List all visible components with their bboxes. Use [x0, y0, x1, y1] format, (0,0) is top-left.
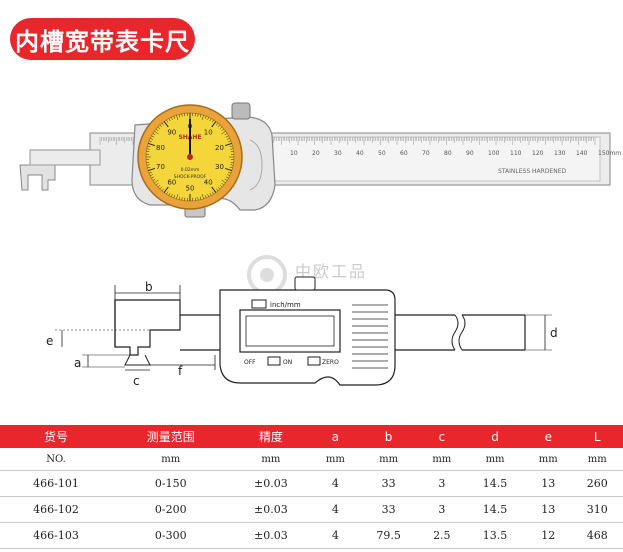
- inch-mm-label: inch/mm: [270, 301, 301, 309]
- table-cell: 12: [525, 522, 572, 549]
- table-header-row: 货号 测量范围 精度 a b c d e L: [0, 425, 623, 448]
- table-cell: 3: [418, 496, 466, 523]
- scale-mark-label: 40: [356, 150, 364, 157]
- table-cell: 2.5: [418, 522, 466, 549]
- dial-number: 30: [215, 163, 224, 171]
- unit-row: NO. mm mm mm mm mm mm mm mm: [0, 448, 623, 471]
- unit-cell: mm: [111, 448, 230, 471]
- table-cell: 13: [525, 470, 572, 497]
- unit-cell: NO.: [0, 448, 112, 471]
- table-cell: 14.5: [465, 470, 526, 497]
- dial-hub: [187, 154, 193, 160]
- dim-b: b: [145, 280, 153, 294]
- scale-mark-label: 140: [576, 150, 588, 157]
- scale-mark-label: 100: [488, 150, 500, 157]
- scale-mark-label: 130: [554, 150, 566, 157]
- digital-caliper-drawing: inch/mm OFF ON ZERO b e a c f d: [46, 276, 558, 388]
- on-label: ON: [283, 359, 292, 366]
- table-cell: 0-200: [111, 496, 230, 523]
- scale-mark-label: 70: [422, 150, 430, 157]
- table-cell: 33: [358, 470, 419, 497]
- table-cell: 13.5: [465, 522, 526, 549]
- scale-ticks: [99, 137, 596, 145]
- scale-mark-label: 80: [444, 150, 452, 157]
- table-cell: 3: [418, 470, 466, 497]
- unit-cell: mm: [312, 448, 359, 471]
- dial-number: 50: [186, 185, 195, 193]
- table-cell: 14.5: [465, 496, 526, 523]
- table-cell: 466-101: [0, 470, 112, 497]
- table-cell: 4: [312, 470, 359, 497]
- header-cell: d: [465, 425, 526, 448]
- dim-c: c: [133, 374, 140, 388]
- table-cell: 79.5: [358, 522, 419, 549]
- header-cell: 测量范围: [111, 425, 230, 448]
- unit-cell: mm: [571, 448, 623, 471]
- header-cell: L: [571, 425, 623, 448]
- unit-cell: mm: [229, 448, 313, 471]
- table-cell: ±0.03: [229, 470, 313, 497]
- inner-jaws: [19, 164, 56, 191]
- header-cell: c: [418, 425, 466, 448]
- table-cell: 4: [312, 522, 359, 549]
- unit-cell: mm: [465, 448, 526, 471]
- dial-shock: SHOCK-PROOF: [174, 174, 207, 180]
- dial-number: 60: [167, 179, 176, 187]
- table-cell: 310: [571, 496, 623, 523]
- dial-range: 0.02mm: [181, 167, 200, 173]
- dial-number: 40: [204, 179, 213, 187]
- scale-mark-label: 150mm: [598, 150, 621, 157]
- watermark-text: 中欧工品: [295, 262, 368, 281]
- table-cell: 4: [312, 496, 359, 523]
- table-cell: 260: [571, 470, 623, 497]
- digital-jaw: [114, 299, 181, 356]
- table-cell: 0-300: [111, 522, 230, 549]
- table-cell: 466-103: [0, 522, 112, 549]
- dial-number: 70: [156, 163, 165, 171]
- unit-cell: mm: [525, 448, 572, 471]
- header-cell: b: [358, 425, 419, 448]
- table-cell: ±0.03: [229, 522, 313, 549]
- table-cell: 33: [358, 496, 419, 523]
- scale-stamp: STAINLESS HARDENED: [498, 168, 567, 175]
- scale-mark-label: 50: [378, 150, 386, 157]
- scale-mark-label: 90: [466, 150, 474, 157]
- page-title: 内槽宽带表卡尺: [10, 18, 195, 60]
- off-label: OFF: [244, 359, 256, 366]
- dim-d: d: [550, 326, 558, 340]
- dial-number: 10: [204, 128, 213, 136]
- dial-number: 90: [167, 128, 176, 136]
- header-cell: 精度: [229, 425, 313, 448]
- dial-number: 20: [215, 144, 224, 152]
- scale-mark-label: 10: [290, 150, 298, 157]
- scale-mark-label: 120: [532, 150, 544, 157]
- scale-mark-label: 20: [312, 150, 320, 157]
- dial-number: 80: [156, 144, 165, 152]
- header-cell: e: [525, 425, 572, 448]
- table-cell: 13: [525, 496, 572, 523]
- unit-cell: mm: [358, 448, 419, 471]
- header-cell: 货号: [0, 425, 112, 448]
- table-cell: 466-102: [0, 496, 112, 523]
- scale-mark-label: 30: [334, 150, 342, 157]
- top-knob-digital: [294, 276, 316, 291]
- table-cell: 0-150: [111, 470, 230, 497]
- dim-f: f: [178, 364, 183, 378]
- zero-label: ZERO: [322, 359, 339, 366]
- scale-mark-label: 110: [510, 150, 522, 157]
- header-cell: a: [312, 425, 359, 448]
- unit-cell: mm: [418, 448, 466, 471]
- dim-e: e: [46, 334, 53, 348]
- table-row: 466-102 0-200 ±0.03 4 33 3 14.5 13 310: [0, 496, 623, 523]
- top-knob: [231, 102, 251, 120]
- table-row: 466-103 0-300 ±0.03 4 79.5 2.5 13.5 12 4…: [0, 522, 623, 549]
- table-row: 466-101 0-150 ±0.03 4 33 3 14.5 13 260: [0, 470, 623, 497]
- table-cell: 468: [571, 522, 623, 549]
- dim-a: a: [74, 356, 81, 370]
- spec-table: 货号 测量范围 精度 a b c d e L NO. mm mm mm mm m…: [0, 425, 623, 549]
- scale-mark-label: 60: [400, 150, 408, 157]
- table-cell: ±0.03: [229, 496, 313, 523]
